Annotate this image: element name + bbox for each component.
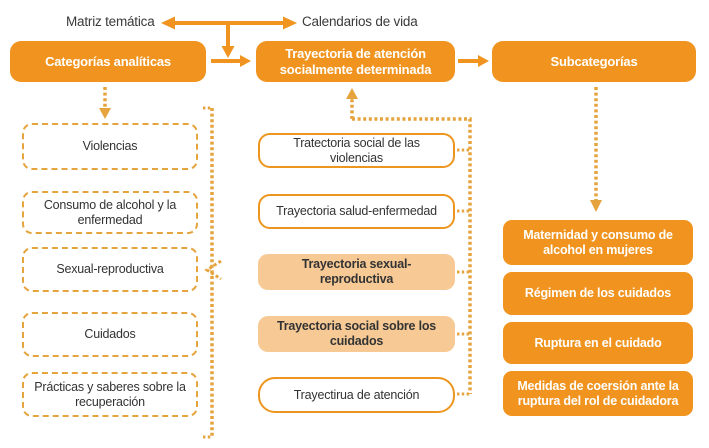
- label-calendarios-de-vida: Calendarios de vida: [302, 14, 418, 29]
- arrowhead-down-icon: [99, 108, 111, 119]
- middle-item-trayectoria-cuidados: Trayectoria social sobre los cuidados: [258, 316, 455, 352]
- arrowhead-right-icon: [283, 16, 297, 30]
- right-item-regimen-cuidados: Régimen de los cuidados: [503, 272, 693, 315]
- label-matriz-tematica: Matriz temática: [66, 14, 155, 29]
- arrowhead-up-icon: [346, 88, 358, 99]
- header-subcategorias: Subcategorías: [492, 41, 696, 82]
- middle-item-trayectoria-salud-enfermedad: Trayectoria salud-enfermedad: [258, 194, 455, 229]
- left-item-cuidados: Cuidados: [22, 312, 198, 357]
- arrowhead-left-icon: [161, 16, 175, 30]
- chevron-left-icon: [204, 259, 222, 281]
- left-item-sexual-reproductiva: Sexual-reproductiva: [22, 247, 198, 292]
- left-item-practicas-saberes: Prácticas y saberes sobre la recuperació…: [22, 372, 198, 417]
- header-categorias-analiticas: Categorías analíticas: [10, 41, 206, 82]
- arrowhead-right-icon: [478, 55, 489, 67]
- arrow-categorias-to-trayectoria: [211, 55, 251, 67]
- right-item-maternidad-consumo: Maternidad y consumo de alcohol en mujer…: [503, 220, 693, 265]
- left-item-consumo-alcohol: Consumo de alcohol y la enfermedad: [22, 191, 198, 234]
- arrowhead-down-icon: [590, 200, 602, 212]
- middle-bracket-stubs: [457, 148, 470, 396]
- left-column-bracket: [203, 106, 222, 439]
- middle-item-trayectoria-sexual-reproductiva: Trayectoria sexual-reproductiva: [258, 254, 455, 290]
- middle-item-trayectoria-violencias: Tratectoria social de las violencias: [258, 133, 455, 168]
- arrow-trayectoria-to-subcategorias: [458, 55, 489, 67]
- dashed-arrow-categorias-down: [99, 87, 111, 119]
- arrowhead-right-icon: [240, 55, 251, 67]
- arrowhead-down-icon: [221, 46, 235, 58]
- left-item-violencias: Violencias: [22, 123, 198, 170]
- dashed-arrow-subcategorias-down: [590, 87, 602, 212]
- header-trayectoria-atencion: Trayectoria de atención socialmente dete…: [256, 41, 455, 82]
- right-item-medidas-coersion: Medidas de coersión ante la ruptura del …: [503, 371, 693, 416]
- right-item-ruptura-cuidado: Ruptura en el cuidado: [503, 322, 693, 364]
- middle-item-trayectoria-atencion: Trayectirua de atención: [258, 377, 455, 413]
